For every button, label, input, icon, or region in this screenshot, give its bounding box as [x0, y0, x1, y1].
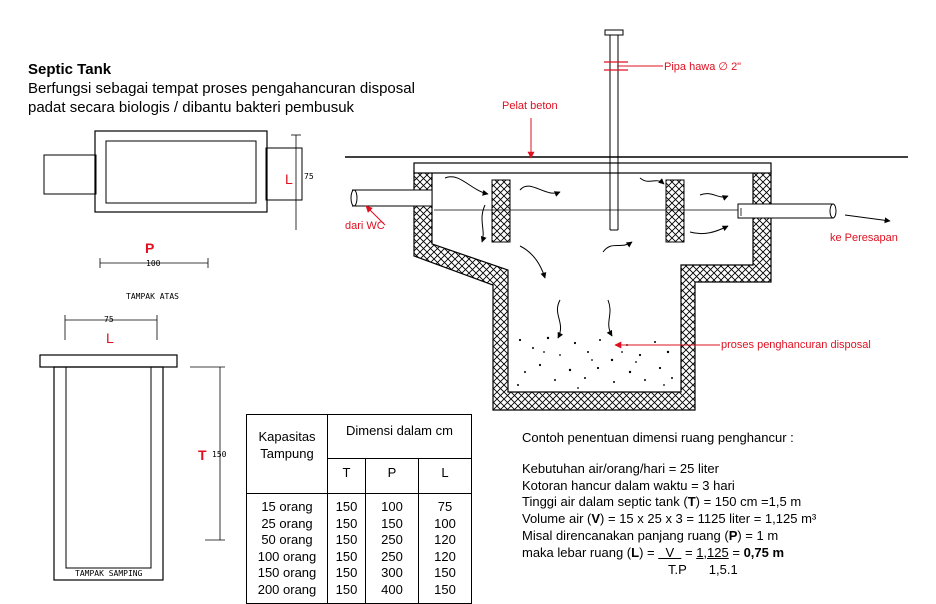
col-header-l: L	[418, 458, 472, 494]
calc-line-3: Tinggi air dalam septic tank (T) = 150 c…	[522, 494, 802, 510]
label-pelat-beton: Pelat beton	[502, 100, 558, 112]
table-row: 25 orang	[261, 515, 313, 531]
header-capacity: Kapasitas Tampung	[246, 414, 328, 494]
label-dari-wc: dari WC	[345, 220, 385, 232]
side-view-label-l: L	[106, 330, 114, 346]
col-header-t: T	[327, 458, 366, 494]
top-view	[43, 130, 303, 268]
top-view-label-p: P	[145, 240, 155, 256]
top-view-label-l: L	[285, 171, 293, 187]
calc-line-5: Misal direncanakan panjang ruang (P) = 1…	[522, 527, 779, 543]
description-line-1: Berfungsi sebagai tempat proses pengahan…	[28, 80, 415, 97]
table-header-row: Kapasitas Tampung Dimensi dalam cm	[246, 414, 472, 494]
calc-line-2: Kotoran hancur dalam waktu = 3 hari	[522, 477, 735, 493]
header-dimension: Dimensi dalam cm	[327, 414, 472, 459]
side-view-label-t: T	[198, 447, 207, 463]
side-view-dim-75: 75	[104, 315, 114, 324]
label-proses-penghancuran: proses penghancuran disposal	[721, 339, 871, 351]
top-view-dim-75: 75	[304, 172, 314, 181]
side-view-caption: TAMPAK SAMPING	[75, 569, 143, 578]
table-row: 200 orang	[257, 581, 317, 597]
calc-line-6: maka lebar ruang (L) = V = 1,125 = 0,75 …	[522, 544, 785, 560]
top-view-caption: TAMPAK ATAS	[126, 292, 179, 301]
label-pipa-hawa: Pipa hawa ∅ 2"	[664, 61, 742, 73]
title-block: Septic Tank Berfungsi sebagai tempat pro…	[28, 60, 415, 117]
side-view-dim-150: 150	[212, 450, 227, 459]
capacity-cell: 15 orang 25 orang 50 orang 100 orang 150…	[246, 493, 328, 604]
page-title: Septic Tank	[28, 61, 112, 78]
capacity-table: Kapasitas Tampung Dimensi dalam cm T P L…	[246, 414, 472, 604]
table-row: 150 orang	[257, 565, 317, 580]
calculation-block: Contoh penentuan dimensi ruang penghancu…	[522, 430, 816, 578]
calc-line-1: Kebutuhan air/orang/hari = 25 liter	[522, 460, 719, 476]
calc-line-4: Volume air (V) = 15 x 25 x 3 = 1125 lite…	[522, 511, 817, 527]
table-row: 15 orang	[261, 499, 313, 514]
col-header-p: P	[365, 458, 419, 494]
tank-section	[345, 29, 908, 411]
label-ke-peresapan: ke Peresapan	[830, 232, 898, 244]
top-view-dim-100: 100	[146, 259, 161, 268]
side-view	[39, 315, 225, 581]
table-row: 50 orang	[261, 532, 313, 547]
table-row: 100 orang	[257, 548, 317, 564]
calc-heading: Contoh penentuan dimensi ruang penghancu…	[522, 430, 794, 445]
table-body-row: 15 orang 25 orang 50 orang 100 orang 150…	[246, 493, 472, 604]
description-line-2: padat secara biologis / dibantu bakteri …	[28, 99, 355, 116]
